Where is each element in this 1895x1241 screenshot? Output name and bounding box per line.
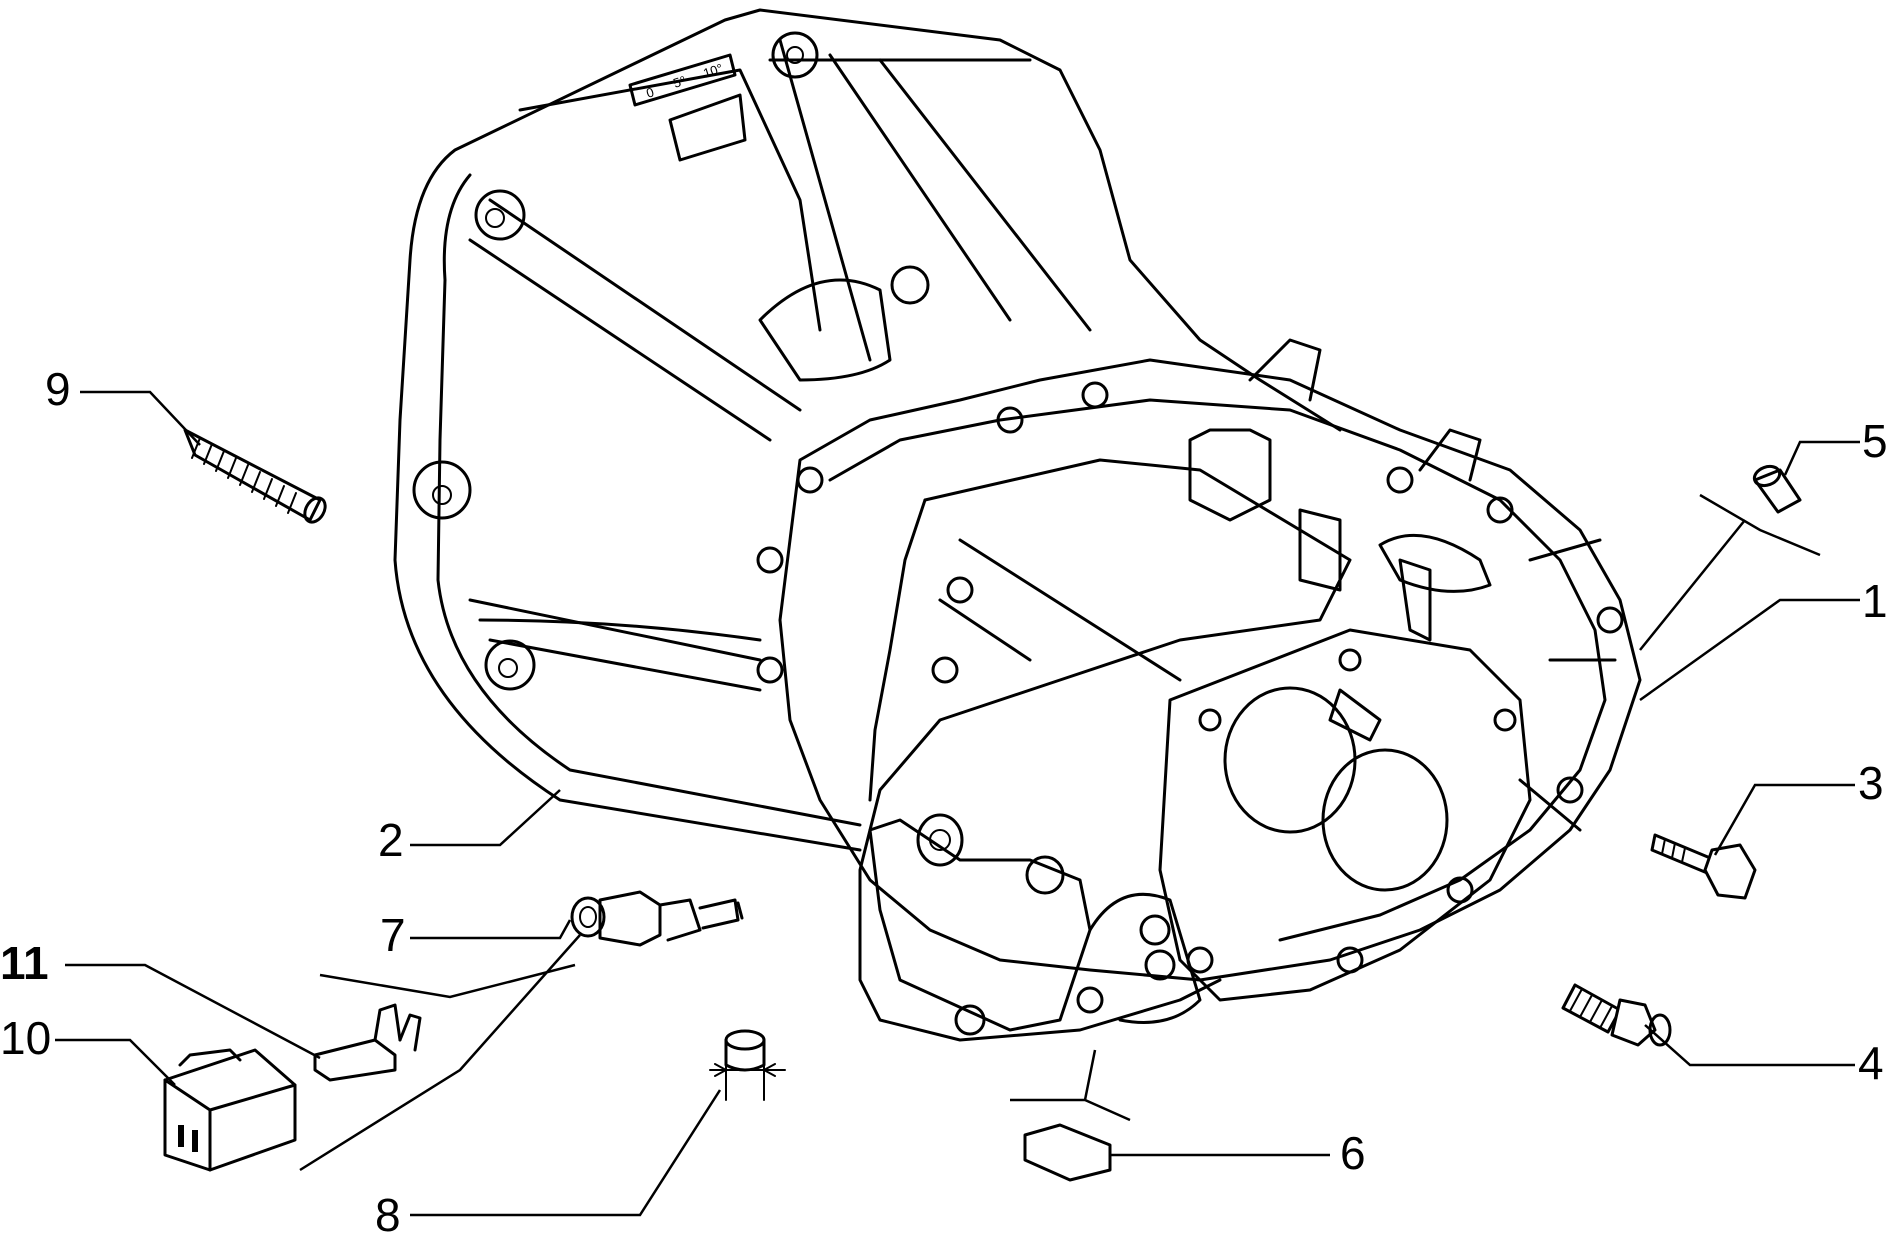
terminal-clip-drawing	[313, 1003, 422, 1082]
callout-2: 2	[378, 814, 404, 866]
leader-lines	[55, 390, 1860, 1217]
dowel-bush-drawing	[1752, 464, 1802, 514]
stud-bolt-drawing	[1561, 983, 1672, 1047]
bell-housing-drawing	[393, 8, 1342, 852]
callout-11: 11	[0, 937, 49, 989]
callout-5: 5	[1862, 415, 1888, 467]
gearbox-housing-drawing	[756, 338, 1642, 1042]
threaded-stud-drawing	[183, 428, 327, 524]
gasket-plate-drawing	[1023, 1123, 1112, 1182]
callout-1: 1	[1862, 575, 1888, 627]
scale-marks: 0 5° 10°	[644, 61, 724, 101]
callout-7: 7	[380, 909, 406, 961]
callout-4: 4	[1858, 1037, 1884, 1089]
plug-drawing	[709, 1029, 786, 1101]
callout-8: 8	[375, 1189, 401, 1241]
callout-6: 6	[1340, 1127, 1366, 1179]
callout-3: 3	[1858, 757, 1884, 809]
scale-mark-10: 10°	[701, 61, 724, 81]
hex-bolt-drawing	[1650, 833, 1757, 900]
callout-9: 9	[45, 363, 71, 415]
scale-mark-5: 5°	[671, 73, 687, 91]
reverse-switch-drawing	[570, 890, 744, 947]
scale-mark-0: 0	[644, 84, 656, 101]
callout-10: 10	[0, 1012, 52, 1064]
connector-housing-drawing	[163, 1048, 297, 1172]
